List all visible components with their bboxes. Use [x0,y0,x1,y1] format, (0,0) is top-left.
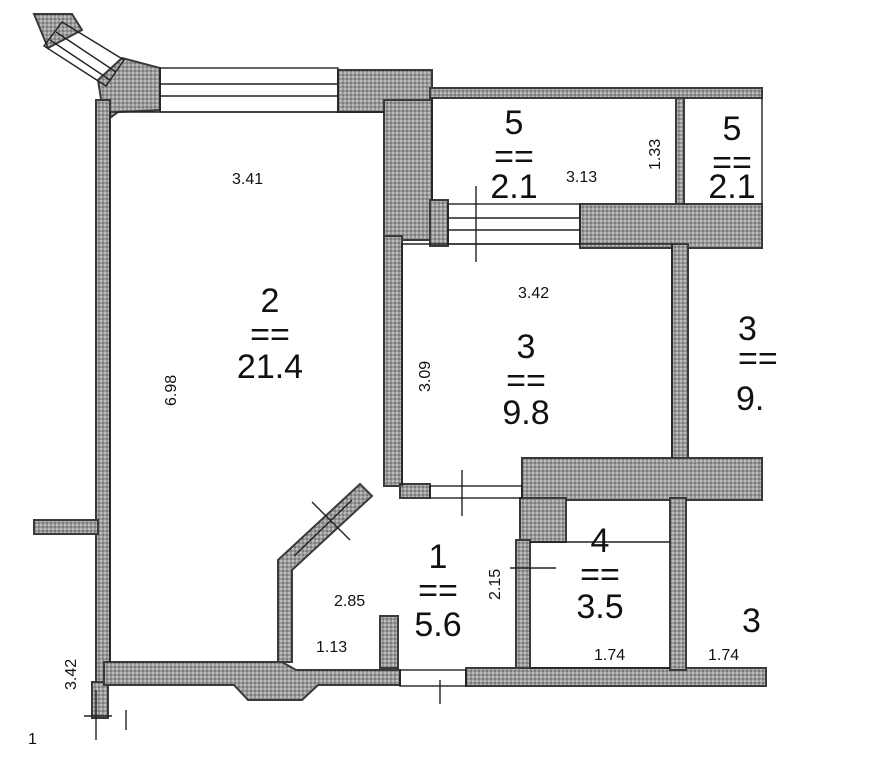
room-3-neighbor-number: 3 [738,310,757,348]
room-2-number: 2 [261,282,280,320]
room-4-area: 3.5 [576,588,623,626]
room-5-number: 5 [505,104,524,142]
walls [32,13,767,719]
dim-room3-length: 3.09 [417,361,434,392]
room-5-area: 2.1 [490,168,537,206]
wall-bottom [103,661,401,701]
room-3-neighbor2-number: 3 [742,602,761,640]
room-3-number: 3 [517,328,536,366]
room-3-label: 3 == 9.8 [502,328,549,432]
dim-room1-niche: 1.13 [316,639,347,656]
wall-room4-left [519,497,567,543]
wall-room1-pier [379,615,399,669]
dimension-labels: 3.41 6.98 3.13 1.33 3.42 3.09 2.85 2.15 … [28,139,739,748]
dimension-ticks [84,186,556,740]
wall-room1-right [515,539,531,669]
corner-mark: 1 [28,731,37,748]
wall-room1-diagonal [277,482,374,663]
room-3-neighbor-separator: == [738,340,778,378]
window-top [159,67,339,113]
door-room1-diagonal [293,499,353,557]
room-1-separator: == [418,572,458,610]
room-5-neighbor-label: 5 == 2.1 [708,110,755,206]
room-5-separator: == [494,138,534,176]
wall-room3-right [671,243,689,465]
wall-bottom-right [465,667,767,687]
room-3-neighbor-area: 9. [736,380,764,418]
dim-room5-depth: 1.33 [647,139,664,170]
wall-left-stub [33,519,99,535]
room-4-number: 4 [591,522,610,560]
dim-room5-width: 3.13 [566,169,597,186]
wall-room5-divider [675,97,685,205]
dim-room1-width: 2.85 [334,593,365,610]
dim-room2-width: 3.41 [232,171,263,188]
room-5-neighbor-number: 5 [723,110,742,148]
wall-room3-bottom [399,483,431,499]
room-3-area: 9.8 [502,394,549,432]
wall-diagonal-stub [32,13,84,50]
wall-room2-right-lower [383,235,403,487]
room-4-label: 4 == 3.5 [576,522,623,626]
window-diagonal [42,21,125,87]
room-1-area: 5.6 [414,606,461,644]
room-2-label: 2 == 21.4 [237,282,303,386]
wall-room5-bottom [429,199,449,247]
wall-room3-bottom-right [521,457,763,501]
dim-neighbor-width: 1.74 [708,647,739,664]
room-2-area: 21.4 [237,348,303,386]
wall-left [95,99,111,686]
opening-bottom [399,669,467,687]
dim-room3-width: 3.42 [518,285,549,302]
room-5-label: 5 == 2.1 [490,104,537,206]
wall-room5-top [429,87,763,99]
dim-room4-width: 1.74 [594,647,625,664]
wall-room4-right [669,497,687,671]
opening-room3 [429,485,523,499]
room-3-neighbor2-label: 3 [742,602,761,640]
room-1-number: 1 [429,538,448,576]
wall-room2-right [383,99,433,241]
room-2-separator: == [250,316,290,354]
dim-room2-length: 6.98 [163,375,180,406]
wall-left-base [91,681,109,719]
room-4-separator: == [580,556,620,594]
room-5-neighbor-separator: == [712,144,752,182]
room-5-neighbor-area: 2.1 [708,168,755,206]
dim-wall-left: 3.42 [63,659,80,690]
opening-room5 [447,203,581,245]
wall-room5-bottom-right [579,203,763,249]
room-outlines [109,98,763,669]
room-3-neighbor-label: 3 == 9. [736,310,778,418]
dim-room1-depth: 2.15 [487,569,504,600]
room-1-label: 1 == 5.6 [414,538,461,644]
room-3-separator: == [506,362,546,400]
